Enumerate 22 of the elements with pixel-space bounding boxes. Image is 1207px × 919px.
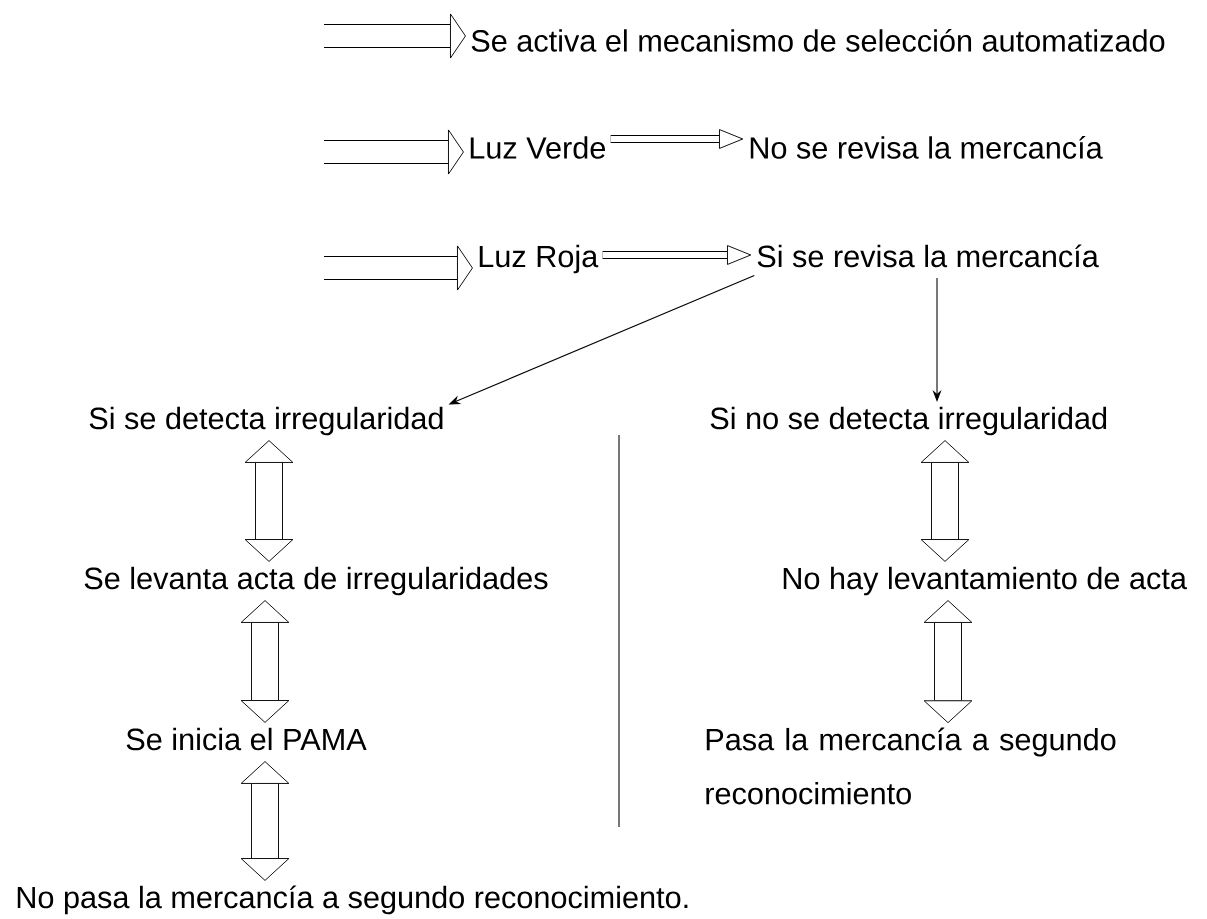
block-arrow	[920, 440, 970, 562]
block-arrow	[244, 440, 294, 562]
step-text: Pasa la mercancía a segundo reconocimiento	[706, 727, 1116, 805]
step-text: Se activa el mecanismo de selección automatizado	[471, 28, 1165, 52]
step-text: Si no se detecta irregularidad	[710, 406, 1107, 436]
block-arrow	[240, 761, 290, 881]
step-text: No hay levantamiento de acta	[783, 566, 1187, 596]
step-text: Si se detecta irregularidad	[89, 406, 443, 436]
block-arrow	[923, 600, 973, 724]
step-text: No pasa la mercancía a segundo reconocimiento.	[17, 885, 688, 915]
block-arrow	[324, 129, 464, 175]
step-text: Se inicia el PAMA	[126, 727, 367, 751]
step-text: Luz Verde	[470, 136, 605, 159]
block-arrow	[610, 129, 744, 149]
block-arrow	[602, 245, 752, 265]
step-text: No se revisa la mercancía	[750, 135, 1103, 159]
block-arrow	[324, 245, 473, 291]
block-arrow	[240, 600, 290, 723]
block-arrow	[324, 13, 466, 59]
step-text: Luz Roja	[479, 244, 599, 274]
step-text: Si se revisa la mercancía	[757, 244, 1099, 268]
step-text: Se levanta acta de irregularidades	[84, 566, 548, 596]
